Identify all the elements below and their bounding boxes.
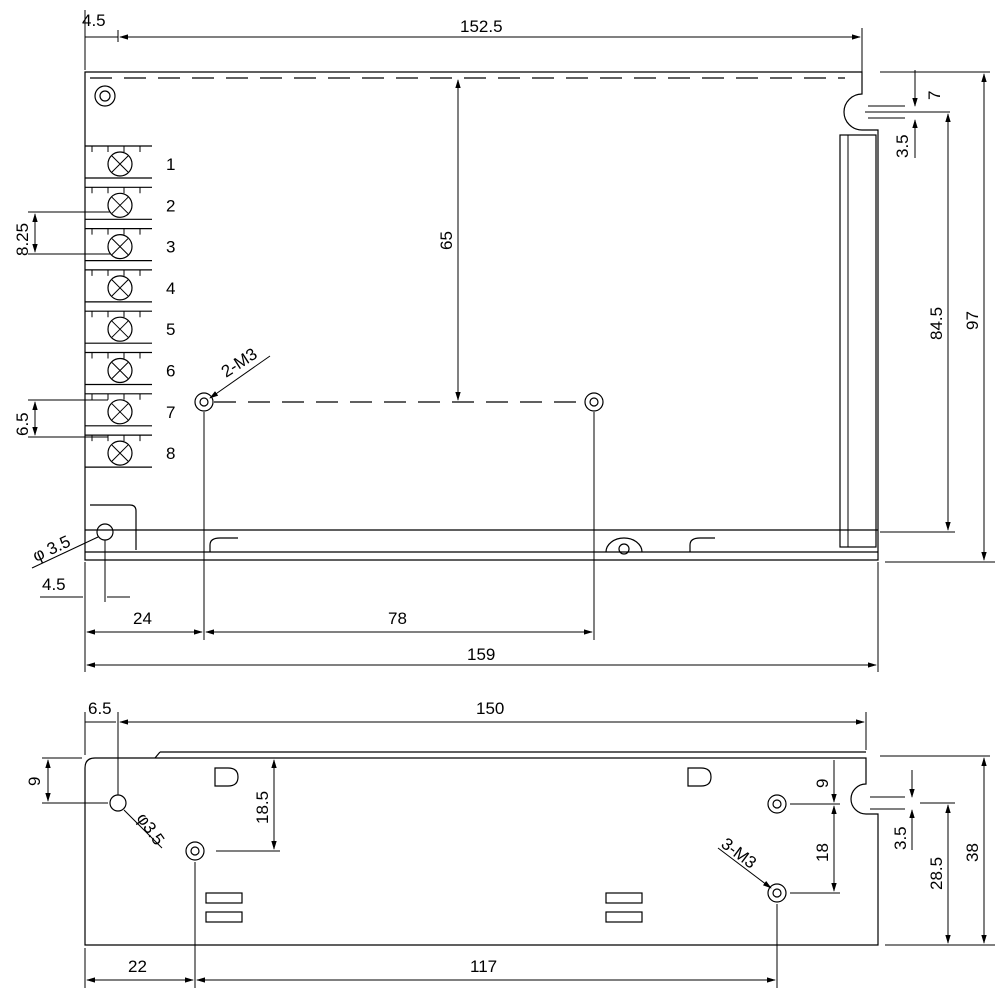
side-dim-slot-height: 28.5 [927,857,946,890]
dim-terminal-pitch: 8.25 [13,223,32,256]
side-dim-slot-width: 3.5 [891,826,910,850]
top-left-screw-icon [94,85,116,107]
side-view-outline [84,757,879,946]
dim-total-height: 97 [963,311,982,330]
terminal-label: 4 [166,279,175,298]
terminal-6: 6 [85,351,175,386]
terminal-label: 1 [166,155,175,174]
side-mount-hole-2-icon [767,794,787,814]
dim-hole-offset: 4.5 [42,575,66,594]
side-dim-left-to-hole: 22 [128,957,147,976]
mount-hole-label: 2-M3 [218,344,261,381]
flange-tab-2 [689,537,715,552]
side-cutout-1 [214,767,239,787]
terminal-screw-icon [107,440,133,466]
terminal-2: 2 [85,186,175,220]
vent-slot-4 [605,911,643,923]
side-mount-hole-1-icon [185,841,205,861]
side-dim-depth: 18.5 [253,791,272,824]
side-view: 6.5 150 9 φ3.5 18.5 9 18 3-M3 3.5 [25,699,995,988]
dim-top-left-offset: 4.5 [82,11,106,30]
mount-hole-right-icon [584,392,604,412]
side-mount-hole-3-icon [767,883,787,903]
vent-slot-1 [205,892,243,904]
flange-tab-1 [209,537,238,552]
dim-right-height: 84.5 [927,307,946,340]
dim-terminal-gap: 6.5 [13,412,32,436]
terminal-label: 6 [166,362,175,381]
side-dim-hole-to-hole: 117 [470,957,497,976]
terminal-1: 1 [85,145,175,179]
terminal-label: 2 [166,196,175,215]
terminal-7: 7 [85,393,175,427]
dim-slot-top: 7 [925,91,944,100]
terminal-screw-icon [107,275,133,301]
terminal-4: 4 [85,269,175,303]
side-dim-hole-diameter: φ3.5 [133,809,168,848]
terminal-label: 7 [166,403,175,422]
terminal-screw-icon [107,192,133,218]
side-cutout-2 [687,767,712,787]
terminal-label: 8 [166,444,175,463]
bottom-left-hole-icon [90,504,137,550]
terminal-screw-icon [107,234,133,260]
side-dim-width: 150 [476,699,504,718]
heatsink-bar [839,134,877,548]
terminal-5: 5 [85,310,175,344]
terminal-screw-icon [107,399,133,425]
terminal-label: 3 [166,238,175,257]
side-left-hole-icon [109,794,127,812]
terminal-screw-icon [107,316,133,342]
mount-hole-left-icon [194,392,214,412]
terminal-screw-icon [107,151,133,177]
terminal-label: 5 [166,320,175,339]
side-dim-left-offset: 6.5 [88,699,112,718]
dim-hole-spacing: 78 [388,609,407,628]
terminal-3: 3 [85,228,175,262]
flange-hole [605,537,643,553]
side-dim-height: 38 [963,843,982,862]
terminal-screw-icon [107,357,133,384]
dim-inner-height: 65 [437,231,456,250]
terminal-block: 1 2 3 4 5 6 7 8 [85,145,175,468]
dim-top-width: 152.5 [460,17,503,36]
dim-left-to-hole: 24 [133,609,152,628]
dim-hole-diameter: φ 3.5 [30,532,74,566]
terminal-8: 8 [85,434,175,468]
side-dim-hole-height: 9 [25,777,44,786]
vent-slot-3 [605,892,643,904]
dim-slot-width: 3.5 [893,134,912,158]
dim-total-width: 159 [467,645,495,664]
side-dim-right-hole-spacing: 18 [813,843,832,862]
side-dim-right-hole-top: 9 [813,779,832,788]
side-mount-label: 3-M3 [718,834,760,872]
top-view-outline [84,71,879,561]
vent-slot-2 [205,911,243,923]
